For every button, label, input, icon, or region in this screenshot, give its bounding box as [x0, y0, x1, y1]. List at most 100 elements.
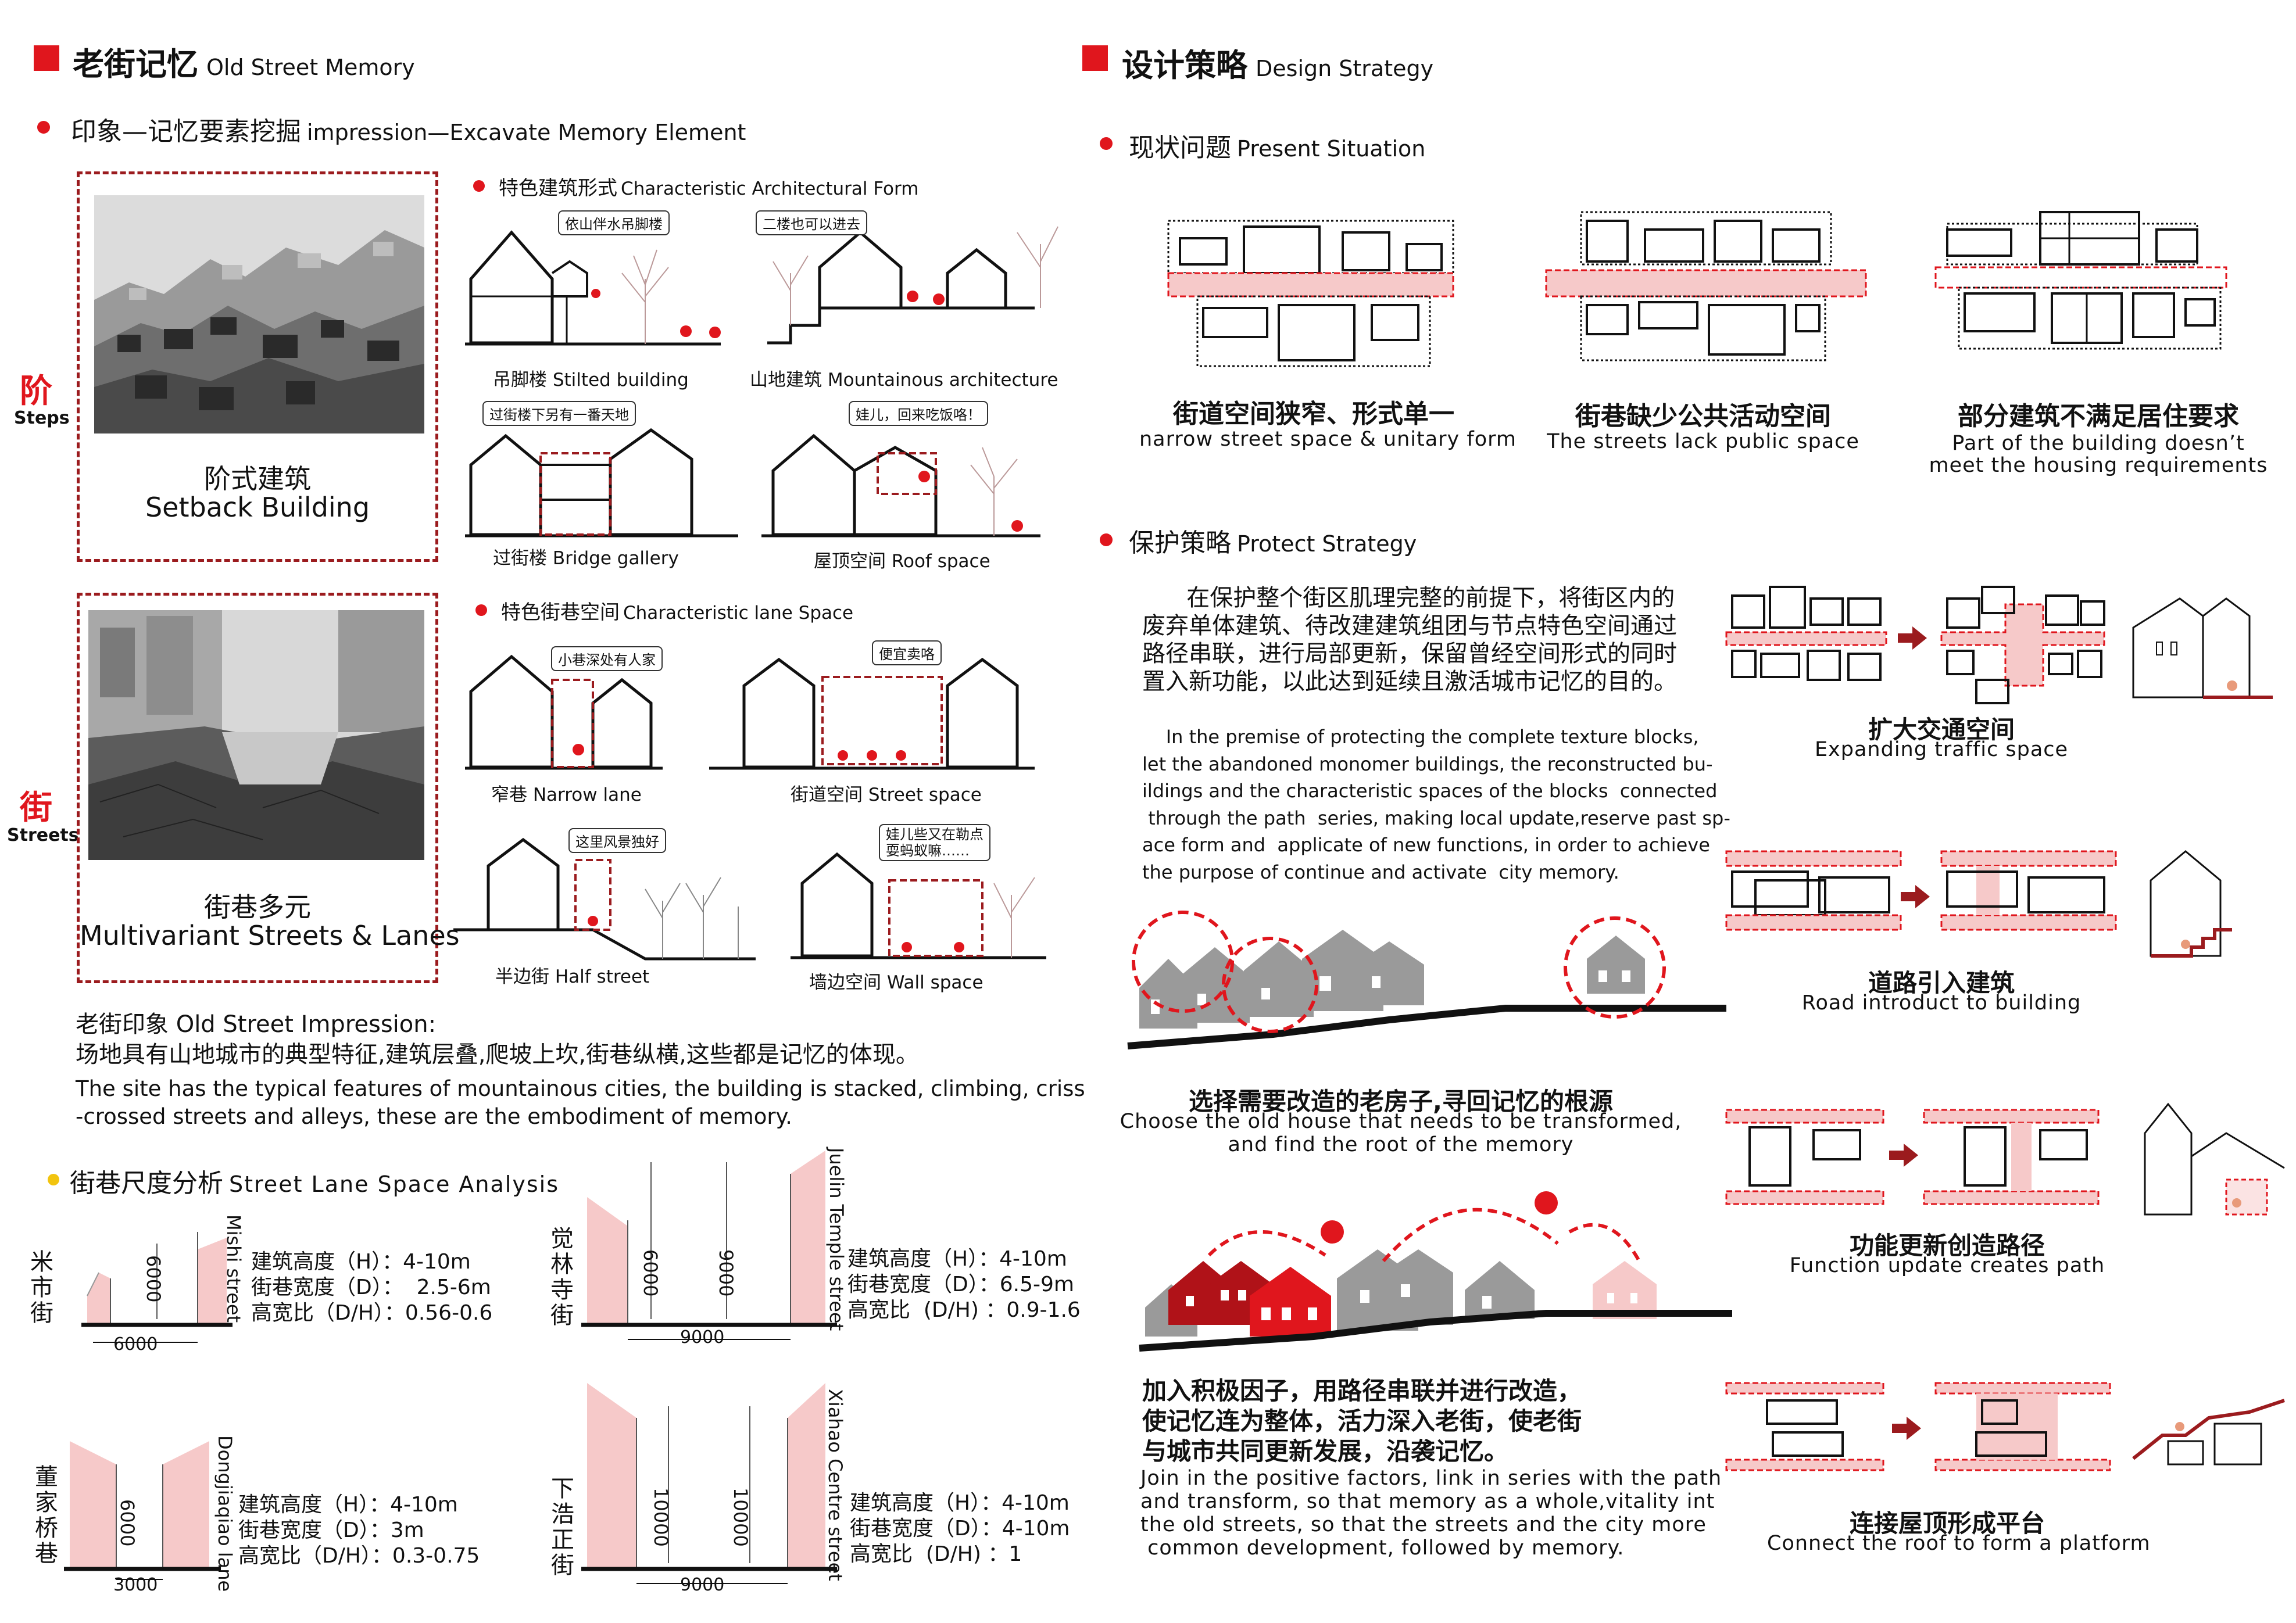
join-text-en: Join in the positive factors, link in se…	[1140, 1467, 1722, 1560]
sketch-caption: 半边街 Half street	[495, 966, 650, 987]
connect-roof-diagram	[1725, 1382, 2285, 1471]
street-space-sketch	[709, 657, 1035, 770]
choose-en: Choose the old house that needs to be tr…	[1120, 1110, 1682, 1156]
impression-en: impression—Excavate Memory Element	[307, 120, 746, 145]
problem-title: 部分建筑不满足居住要求	[1958, 402, 2239, 431]
setback-building-sketch	[94, 195, 424, 433]
lane-space-en: Characteristic lane Space	[623, 603, 854, 624]
street-name-en: Mishi street	[223, 1214, 245, 1323]
setback-building-panel: 阶式建筑 Setback Building	[77, 171, 438, 562]
narrow-lane-sketch	[465, 654, 663, 770]
road-introduct-diagram	[1725, 850, 2232, 958]
speech-bubble: 娃儿些又在勒点 耍蚂蚁嘛……	[879, 824, 990, 861]
strategy-title: 功能更新创造路径	[1849, 1231, 2045, 1260]
title-zh: 老街记忆	[73, 46, 198, 83]
choose-house-illustration	[1127, 911, 1726, 1049]
protect-zh: 保护策略	[1129, 528, 1231, 558]
problem-public-space-diagram	[1545, 211, 1867, 361]
section-marker	[34, 45, 59, 71]
strategy-en: Road introduct to building	[1801, 991, 2082, 1015]
stilted-building-sketch	[465, 230, 721, 346]
height-dim: 6000	[639, 1249, 661, 1297]
arch-form-zh: 特色建筑形式	[499, 177, 617, 200]
streets-label-en: Multivariant Streets & Lanes	[80, 920, 460, 951]
juelin-street-section	[581, 1151, 837, 1340]
speech-bubble: 便宜卖咯	[872, 640, 942, 665]
impression-title: 老街印象 Old Street Impression:	[76, 1011, 437, 1038]
protect-text-en: In the premise of protecting the complet…	[1142, 726, 1730, 883]
speech-bubble: 这里风景独好	[568, 828, 666, 853]
height-dim: 10000	[729, 1488, 752, 1547]
problem-narrow-street-diagram	[1167, 220, 1454, 367]
sketch-caption: 窄巷 Narrow lane	[491, 784, 642, 805]
street-name-zh: 董家桥巷	[35, 1464, 58, 1567]
strategy-title: 连接屋顶形成平台	[1849, 1509, 2045, 1538]
width-dim: 3000	[113, 1575, 158, 1595]
strategy-en: Function update creates path	[1789, 1254, 2105, 1277]
arch-form-en: Characteristic Architectural Form	[621, 178, 919, 199]
streets-label-zh: 街	[20, 789, 52, 827]
roof-space-sketch	[761, 433, 1040, 538]
problem-en: The streets lack public space	[1547, 430, 1859, 453]
street-info: 建筑高度（H）：4-10m 街巷宽度（D）：3m 高宽比（D/H）：0.3-0.…	[238, 1493, 480, 1568]
speech-bubble: 娃儿，回来吃饭咯！	[849, 401, 988, 426]
impression-zh-text: 场地具有山地城市的典型特征,建筑层叠,爬坡上坎,街巷纵横,这些都是记忆的体现。	[76, 1041, 919, 1068]
lane-space-zh: 特色街巷空间	[501, 601, 620, 624]
bullet-dot	[475, 604, 487, 616]
protect-text-zh: 在保护整个街区肌理完整的前提下，将街区内的废弃单体建筑、待改建建筑组团与节点特色…	[1142, 585, 1677, 695]
sketch-caption: 街道空间 Street space	[791, 784, 982, 805]
speech-bubble: 小巷深处有人家	[551, 646, 663, 671]
height-dim: 9000	[715, 1249, 737, 1297]
street-name-en: Xiahao Centre street	[824, 1389, 846, 1581]
speech-bubble: 依山伴水吊脚楼	[558, 210, 670, 235]
expanding-traffic-diagram	[1725, 586, 2273, 704]
impression-en-text: The site has the typical features of mou…	[76, 1076, 1085, 1129]
streets-label-en: Streets	[7, 825, 79, 845]
xiahao-street-section	[581, 1383, 837, 1584]
steps-label-zh: 阶	[20, 372, 52, 410]
street-name-zh: 觉林寺街	[550, 1226, 574, 1329]
streets-label-zh: 街巷多元	[204, 891, 311, 923]
protect-en: Protect Strategy	[1237, 531, 1417, 557]
section-marker	[1082, 45, 1108, 71]
setback-building-label-zh: 阶式建筑	[204, 463, 311, 495]
title-en: Old Street Memory	[206, 55, 415, 80]
sketch-caption: 过街楼 Bridge gallery	[493, 548, 679, 569]
height-dim: 6000	[116, 1499, 138, 1547]
speech-bubble: 过街楼下另有一番天地	[482, 401, 636, 426]
problem-en: narrow street space & unitary form	[1139, 428, 1517, 451]
street-lanes-sketch	[88, 610, 424, 860]
strategy-title: 扩大交通空间	[1868, 715, 2015, 744]
width-dim: 9000	[680, 1327, 725, 1348]
street-info: 建筑高度（H）：4-10m 街巷宽度（D）：4-10m 高宽比 (D/H) ：1	[850, 1491, 1070, 1566]
sketch-caption: 吊脚楼 Stilted building	[493, 370, 689, 390]
bullet-dot	[1100, 533, 1113, 546]
problem-title: 街巷缺少公共活动空间	[1575, 402, 1831, 431]
speech-bubble: 二楼也可以进去	[756, 210, 867, 235]
function-update-diagram	[1725, 1102, 2285, 1216]
bridge-gallery-sketch	[465, 428, 738, 538]
section-title-old-street-memory: 老街记忆 Old Street Memory	[73, 38, 415, 84]
sketch-caption: 墙边空间 Wall space	[809, 972, 984, 993]
setback-building-label-en: Setback Building	[145, 492, 370, 523]
bullet-dot	[48, 1174, 59, 1185]
present-en: Present Situation	[1237, 136, 1426, 162]
impression-zh: 印象—记忆要素挖掘	[71, 117, 301, 146]
mishi-street-section	[81, 1232, 233, 1343]
strategy-en: Expanding traffic space	[1814, 738, 2069, 761]
choose-title: 选择需要改造的老房子,寻回记忆的根源	[1189, 1087, 1613, 1116]
bullet-dot	[1100, 137, 1113, 150]
height-dim: 10000	[650, 1488, 672, 1547]
street-info: 建筑高度（H）：4-10m 街巷宽度（D）： 2.5-6m 高宽比（D/H）：0…	[251, 1250, 493, 1325]
street-name-en: Dongjiaqiao lane	[214, 1435, 236, 1592]
width-dim: 9000	[680, 1575, 725, 1595]
strategy-en: Connect the roof to form a platform	[1767, 1532, 2151, 1555]
title-zh: 设计策略	[1122, 47, 1247, 84]
multivariant-streets-panel: 街巷多元 Multivariant Streets & Lanes	[77, 593, 460, 983]
height-dim: 6000	[142, 1255, 164, 1303]
problem-housing-diagram	[1934, 211, 2227, 350]
scale-en: Street Lane Space Analysis	[229, 1171, 559, 1197]
